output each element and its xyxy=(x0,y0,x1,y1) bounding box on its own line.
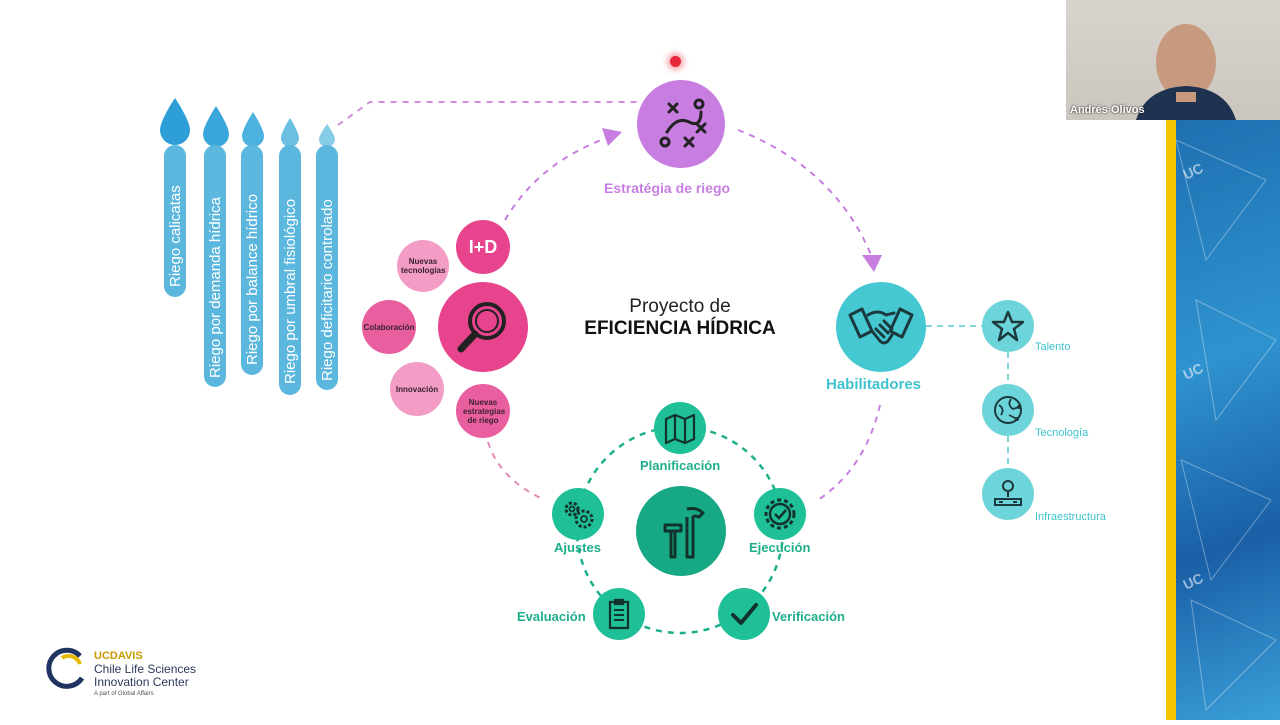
handshake-icon xyxy=(848,307,914,345)
pillar-4 xyxy=(279,145,301,395)
search-circle xyxy=(438,282,528,372)
water-drop-icon xyxy=(242,112,264,147)
enabler-infrastructure-circle xyxy=(982,468,1034,520)
cycle-evaluation-label: Evaluación xyxy=(517,609,586,624)
gold-stripe xyxy=(1166,120,1176,720)
logo-line1: Chile Life Sciences xyxy=(94,662,197,676)
tools-center-circle xyxy=(636,486,726,576)
water-drop-icon xyxy=(281,118,299,147)
presenter-avatar xyxy=(1136,24,1236,120)
enablers-label: Habilitadores xyxy=(826,376,922,393)
irrigation-type-label: Riego por demanda hídrica xyxy=(207,197,224,378)
irrigation-type-label: Riego calicatas xyxy=(167,185,184,287)
svg-text:UC: UC xyxy=(1181,160,1206,183)
logo-line2: Innovation Center xyxy=(94,675,189,689)
pillar-1 xyxy=(164,145,186,297)
svg-text:UC: UC xyxy=(1181,570,1206,593)
svg-text:UC: UC xyxy=(1181,360,1206,383)
cycle-execution-circle xyxy=(754,488,806,540)
project-title-line2: EFICIENCIA HÍDRICA xyxy=(584,318,776,339)
presenter-video[interactable] xyxy=(1066,0,1280,120)
strategy-icon xyxy=(659,98,707,148)
decorative-panel: UC UC UC xyxy=(1166,120,1280,720)
gear-check-icon xyxy=(764,498,796,530)
rd-item-label: Innovación xyxy=(395,384,439,394)
pillar-2 xyxy=(204,145,226,387)
ucdavis-logo-icon xyxy=(46,647,85,689)
globe-circuit-icon xyxy=(994,396,1022,424)
enabler-talent-label: Talento xyxy=(1035,341,1071,353)
gears-icon xyxy=(564,501,594,529)
pillar-3 xyxy=(241,145,263,375)
rd-item-collaboration: Colaboración xyxy=(362,300,416,354)
checkmark-icon xyxy=(731,603,758,625)
cycle-execution-label: Ejecución xyxy=(749,540,811,555)
logo-brand: UCDAVIS xyxy=(94,650,143,662)
water-drop-icon xyxy=(160,98,190,145)
enabler-infrastructure-label: Infraestructura xyxy=(1035,511,1106,523)
project-title-line1: Proyecto de xyxy=(629,296,731,317)
rd-item-label: Nuevas estrategias de riego xyxy=(463,397,506,425)
enabler-talent-circle xyxy=(982,300,1034,352)
cycle-evaluation-circle xyxy=(593,588,645,640)
cycle-verification-circle xyxy=(718,588,770,640)
cycle-planning-label: Planificación xyxy=(640,458,721,473)
map-pattern-icon: UC UC UC xyxy=(1175,139,1277,712)
strategy-circle xyxy=(637,80,725,168)
presenter-name: Andrés Olivos xyxy=(1070,104,1145,116)
irrigation-type-label: Riego por umbral fisiológico xyxy=(282,198,299,384)
logo-tagline: A part of Global Affairs xyxy=(94,691,154,697)
rd-item-label: Nuevas tecnologías xyxy=(401,257,446,275)
enabler-technology-label: Tecnología xyxy=(1035,427,1089,439)
irrigation-type-label: Riego deficitario controlado xyxy=(319,199,336,381)
rd-main-circle: I+D xyxy=(456,220,510,274)
star-icon xyxy=(991,310,1025,342)
pillar-5 xyxy=(316,145,338,390)
map-icon xyxy=(664,413,696,445)
enablers-circle xyxy=(836,282,926,372)
infrastructure-icon xyxy=(994,480,1022,506)
rd-item-innovation: Innovación xyxy=(390,362,444,416)
rd-item-label: Colaboración xyxy=(363,322,415,332)
rd-item-new-tech: Nuevas tecnologías xyxy=(397,240,449,292)
water-drop-icon xyxy=(319,124,335,147)
laser-pointer-dot xyxy=(670,56,681,67)
strategy-label: Estratégia de riego xyxy=(604,180,731,196)
cycle-verification-label: Verificación xyxy=(772,609,845,624)
rd-item-new-strategies: Nuevas estrategias de riego xyxy=(456,384,510,438)
rd-label: I+D xyxy=(468,236,498,257)
cycle-adjustments-circle xyxy=(552,488,604,540)
cycle-adjustments-label: Ajustes xyxy=(554,540,601,555)
clipboard-icon xyxy=(608,598,630,630)
magnifier-icon xyxy=(457,302,506,353)
irrigation-type-label: Riego por balance hídrico xyxy=(244,194,261,365)
enabler-technology-circle xyxy=(982,384,1034,436)
cycle-planning-circle xyxy=(654,402,706,454)
tools-icon xyxy=(663,507,705,559)
water-drop-icon xyxy=(203,106,229,147)
